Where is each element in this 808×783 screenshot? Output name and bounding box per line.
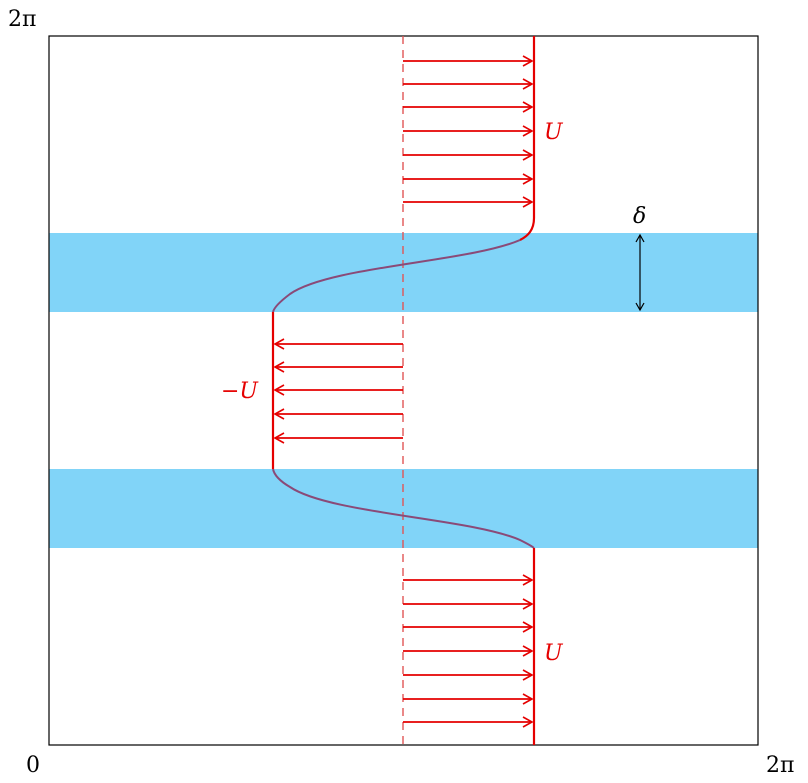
- label-bottom-right-2pi: 2π: [766, 753, 794, 778]
- velocity-profile-lower-transition: [272, 468, 535, 549]
- velocity-arrows-upper: [403, 55, 534, 208]
- velocity-profile-top: [519, 36, 536, 241]
- velocity-arrows-middle: [273, 338, 403, 444]
- velocity-profile-upper-transition: [272, 239, 521, 313]
- shear-band-lower: [49, 469, 758, 548]
- shear-band-upper: [49, 233, 758, 312]
- label-velocity-lower: U: [544, 641, 564, 666]
- label-top-left-2pi: 2π: [8, 7, 36, 32]
- velocity-arrows-lower: [403, 574, 534, 728]
- label-thickness-delta: δ: [633, 204, 646, 229]
- label-velocity-middle: −U: [221, 379, 259, 404]
- label-velocity-upper: U: [544, 120, 564, 145]
- label-origin: 0: [26, 753, 40, 778]
